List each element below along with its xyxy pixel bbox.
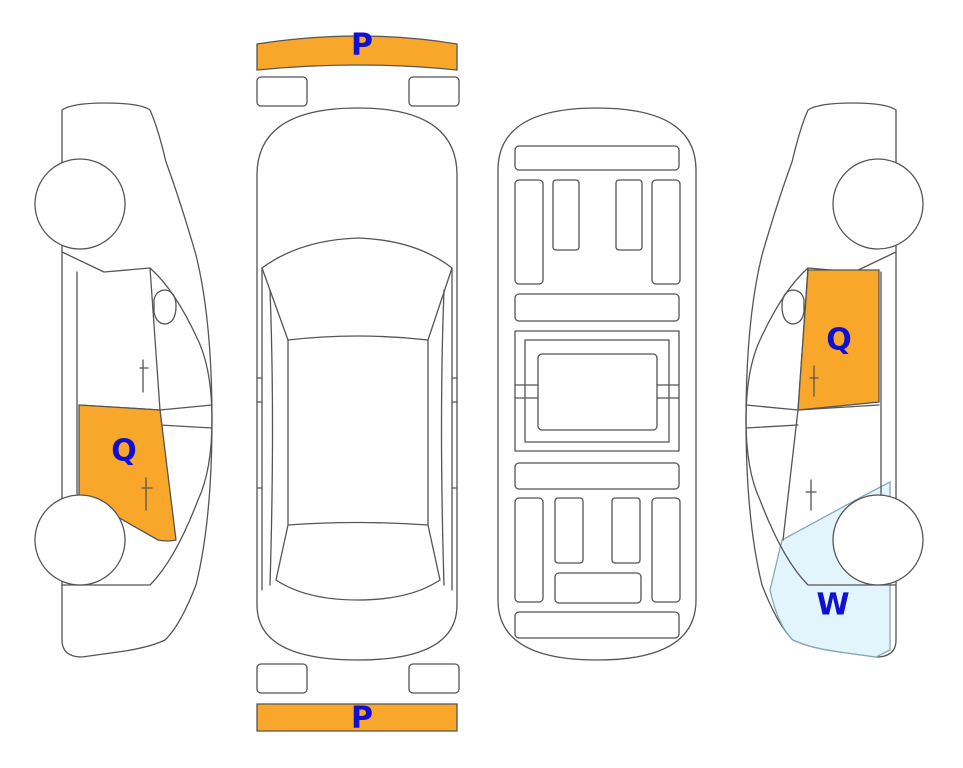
top-view-windshield (261, 237, 453, 341)
left-side-rear-wheel (34, 494, 126, 586)
top-view-side-glass (261, 267, 453, 591)
underbody-front-left-strut (552, 179, 580, 251)
underbody-rear-right-mount (611, 497, 641, 564)
underbody-front-crossmember (514, 145, 680, 171)
left-side-front-wheel (34, 158, 126, 250)
rear-bumper-marker: P (351, 701, 373, 736)
rear-right-tire (408, 663, 460, 694)
underbody-firewall-beam (514, 293, 680, 322)
top-view: P P (256, 28, 460, 736)
rear-left-tire (256, 663, 308, 694)
left-side-door-handle-1 (139, 359, 149, 393)
right-side-rear-wheel (832, 494, 924, 586)
right-side-door-handle-2 (805, 479, 817, 511)
right-side-view: Q W (745, 102, 924, 658)
top-view-mirrors (256, 377, 458, 489)
top-view-body (256, 107, 458, 661)
underbody-rear-left-mount (554, 497, 584, 564)
front-bumper-marker: P (351, 28, 373, 63)
underbody-rear-right-rail (651, 497, 681, 603)
underbody-floor-notch (514, 384, 680, 399)
front-left-tire (256, 76, 308, 107)
underbody-front-left-rail (514, 179, 544, 285)
underbody-rear-crossmember (514, 462, 680, 490)
right-front-door-marker: Q (826, 323, 852, 358)
left-rear-door-marker: Q (111, 434, 137, 469)
underbody-rear-left-rail (514, 497, 544, 603)
left-side-glass-line (61, 251, 213, 586)
right-side-mirror (781, 289, 805, 325)
underbody-tunnel (537, 353, 658, 431)
top-view-rear-glass (275, 521, 441, 601)
right-side-door-handle-1 (809, 365, 819, 397)
right-front-door-panel (797, 269, 880, 411)
right-side-glass-line (745, 251, 897, 586)
underbody-front-right-strut (615, 179, 643, 251)
left-side-door-handle-2 (141, 477, 153, 511)
underbody-front-right-rail (651, 179, 681, 285)
underbody-spare-well (554, 572, 642, 604)
left-side-mirror (153, 289, 177, 325)
top-view-roof-sides (287, 339, 429, 526)
left-side-view: Q (34, 102, 213, 658)
rear-bumper-panel (256, 703, 458, 732)
right-rear-quarter-marker: W (816, 588, 849, 623)
front-bumper-panel (256, 35, 458, 71)
underbody-view (497, 107, 697, 661)
right-side-front-wheel (832, 158, 924, 250)
front-right-tire (408, 76, 460, 107)
underbody-rear-beam (514, 611, 680, 639)
